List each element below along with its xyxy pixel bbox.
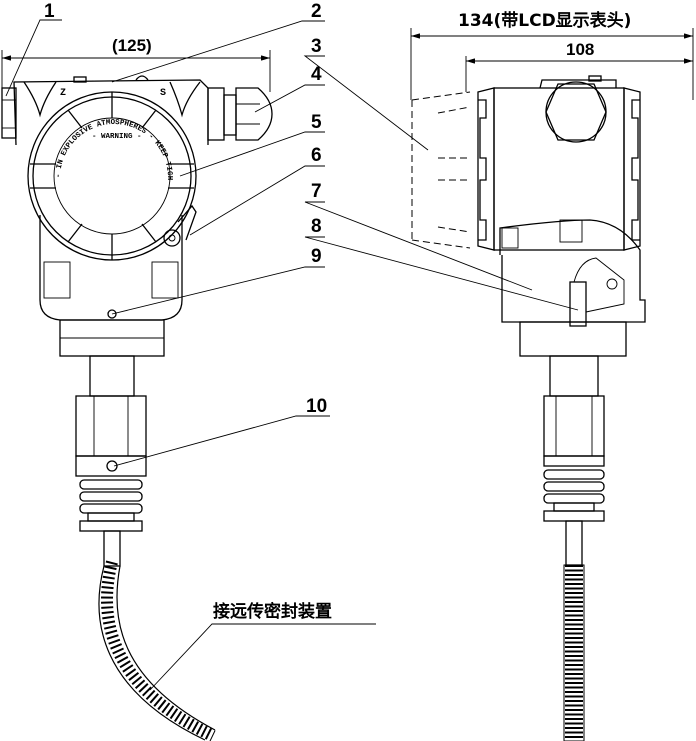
plug [1,87,17,139]
side-view: 134(带LCD显示表头) 108 [410,10,694,741]
dimension-front-width: (125) [1,36,271,92]
front-mark-s: S [160,88,166,99]
svg-text:1: 1 [44,1,55,22]
callout-7: 7 [304,181,533,291]
dimension-side-width: 108 [465,40,693,92]
callouts: 1 2 3 4 5 6 7 8 9 10 接远传密封装置 [5,1,579,691]
svg-text:4: 4 [311,64,322,85]
remote-seal-label: 接远传密封装置 [213,601,332,622]
side-process-fitting [543,355,605,741]
svg-text:2: 2 [311,1,322,22]
front-view: (125) Z S [0,0,273,741]
svg-text:10: 10 [306,396,327,417]
callout-9: 9 [111,246,325,315]
callout-6: 6 [189,145,325,236]
dimension-side-width-lcd: 134(带LCD显示表头) [410,10,694,100]
callout-8: 8 [304,216,579,311]
dimension-side-width-lcd-label: 134(带LCD显示表头) [458,10,631,31]
remote-seal-callout: 接远传密封装置 [149,601,376,691]
svg-text:6: 6 [311,145,322,166]
process-fitting [75,355,147,567]
svg-text:8: 8 [311,216,322,237]
callout-5: 5 [179,112,325,177]
cable-gland [207,87,273,141]
dimension-front-width-label: (125) [112,36,152,55]
callout-2: 2 [111,1,325,83]
side-housing [477,75,641,251]
callout-4: 4 [254,64,325,113]
callout-3: 3 [303,36,429,151]
svg-text:9: 9 [311,246,322,267]
svg-text:5: 5 [311,112,322,133]
callout-10: 10 [113,396,330,467]
cover-warning-outer: - IN EXPLOSIVE ATMOSPHERES - KEEP TIGHT … [0,0,173,180]
callout-1: 1 [5,1,62,97]
svg-text:3: 3 [311,36,322,57]
svg-text:7: 7 [311,181,322,202]
dimension-side-width-label: 108 [566,40,594,59]
cover-warning-inner: - WARNING - [92,133,142,141]
display-cover: - IN EXPLOSIVE ATMOSPHERES - KEEP TIGHT … [0,0,197,261]
front-mark-z: Z [60,88,66,99]
capillary-hose [98,560,216,741]
side-lower-body [499,219,646,357]
